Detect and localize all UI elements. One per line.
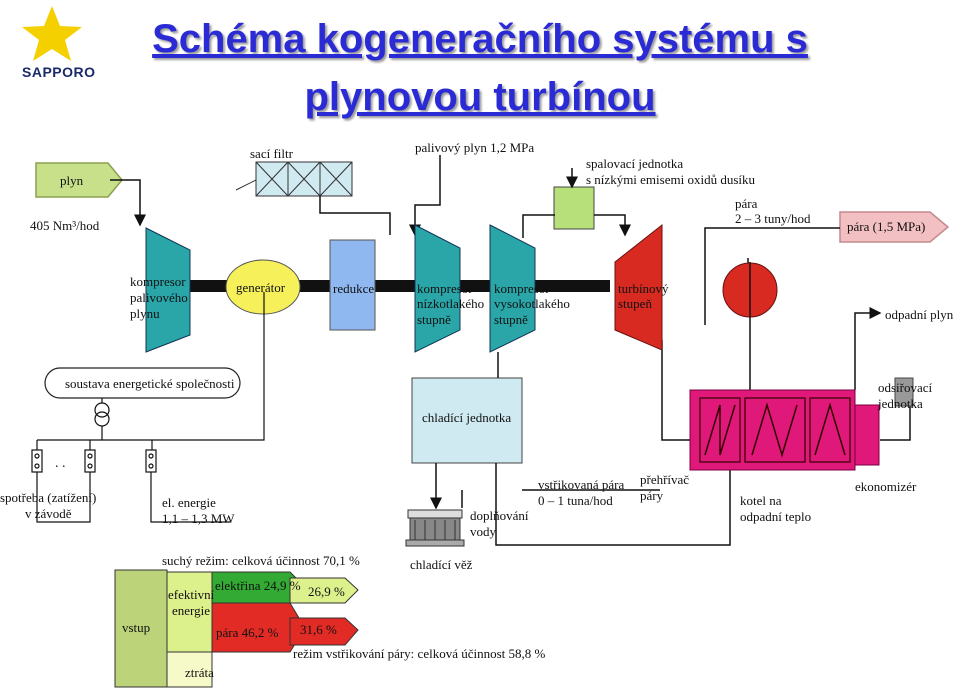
title-line-2: plynovou turbínou (304, 75, 656, 119)
intake-filter (235, 161, 353, 197)
sankey-loss (166, 651, 213, 688)
desulf-label-1: odsiřovací (878, 380, 933, 395)
sankey-electricity-inj (289, 577, 359, 604)
sankey-electricity-inj-label: 26,9 % (308, 584, 345, 599)
fuel-comp-label-3: plynu (130, 306, 160, 321)
combustion-label-2: s nízkými emisemi oxidů dusíku (586, 172, 755, 187)
sankey-steam-label: pára 46,2 % (216, 625, 279, 640)
svg-text:. .: . . (55, 456, 66, 471)
consumption-label-2: v závodě (25, 506, 72, 521)
sankey-effective-label-2: energie (172, 603, 211, 618)
superheater-label-1: přehřívač (640, 472, 690, 487)
energy-sankey (114, 569, 359, 688)
desulf-label-2: jednotka (878, 396, 923, 411)
lp-compressor (414, 224, 461, 353)
sankey-steam-inj-label: 31,6 % (300, 622, 337, 637)
gas-flow: 405 Nm³/hod (30, 218, 100, 233)
lp-comp-label-2: nízkotlakého (417, 296, 485, 311)
injected-steam-label-2: 0 – 1 tuna/hod (538, 493, 613, 508)
inject-mode-label: režim vstřikování páry: celková účinnost… (293, 646, 546, 661)
economizer-label: ekonomizér (855, 479, 917, 494)
consumption-label-1: spotřeba (zatížení) (0, 490, 97, 505)
steam-output-arrow (839, 211, 950, 243)
boiler-label-2: odpadní teplo (740, 509, 812, 524)
fuel-comp-label-1: kompresor (130, 274, 186, 289)
turbine-label-2: stupeň (618, 296, 652, 311)
page-title: Schéma kogeneračního systému s plynovou … (0, 10, 960, 126)
sankey-electricity-label: elektřina 24,9 % (215, 578, 301, 593)
sankey-effective (166, 571, 213, 653)
grid-box (44, 367, 241, 399)
water-label-1: doplňování (470, 508, 529, 523)
water-label-2: vody (470, 524, 496, 539)
steam-label-2: 2 – 3 tuny/hod (735, 211, 811, 226)
electricity-label-1: el. energie (162, 495, 216, 510)
hp-comp-label-1: kompresor (494, 281, 550, 296)
logo: SAPPORO (22, 64, 96, 80)
star-icon (22, 6, 82, 61)
cooling-tower-icon (405, 509, 465, 547)
turbine-label-1: turbínový (618, 281, 669, 296)
heat-recovery-boiler (689, 389, 880, 471)
sankey-steam-inj (289, 617, 359, 646)
fuel-gas-compressor (145, 227, 191, 353)
electricity-label-2: 1,1 – 1,3 MW (162, 511, 235, 526)
generator (225, 259, 301, 315)
generator-label: generátor (236, 280, 286, 295)
reducer-label: redukce (333, 281, 375, 296)
reducer (329, 239, 376, 331)
fuel-comp-label-2: palivového (130, 290, 188, 305)
superheater-label-2: páry (640, 488, 664, 503)
desulfurization-unit (894, 377, 914, 407)
turbine (614, 223, 663, 351)
steam-out-label: pára (1,5 MPa) (847, 219, 926, 234)
filter-label: sací filtr (250, 146, 293, 161)
injected-steam-label-1: vstřikovaná pára (538, 477, 625, 492)
lp-comp-label-3: stupně (417, 312, 451, 327)
sankey-input-label: vstup (122, 620, 151, 635)
cooling-tower-label: chladící věž (410, 557, 473, 572)
sankey-effective-label-1: efektivní (168, 587, 215, 602)
cooling-unit-label: chladící jednotka (422, 410, 512, 425)
boiler-label-1: kotel na (740, 493, 782, 508)
sankey-loss-label: ztráta (185, 665, 214, 680)
gas-input-arrow (35, 162, 123, 198)
hp-compressor (489, 224, 536, 353)
dry-mode-label: suchý režim: celková účinnost 70,1 % (162, 553, 360, 568)
hp-comp-label-3: stupně (494, 312, 528, 327)
combustion-label-1: spalovací jednotka (586, 156, 684, 171)
transformer-icon (36, 292, 265, 450)
load-terminals (31, 449, 157, 473)
fuel-gas-label: palivový plyn 1,2 MPa (415, 140, 535, 155)
exhaust-label: odpadní plyn (885, 307, 954, 322)
hp-comp-label-2: vysokotlakého (494, 296, 570, 311)
title-line-1: Schéma kogeneračního systému s (152, 17, 808, 61)
steam-label-1: pára (735, 196, 758, 211)
grid-label: soustava energetické společnosti (65, 376, 235, 391)
lp-comp-label-1: kompresor (417, 281, 473, 296)
combustion-unit (553, 186, 595, 230)
gas-label: plyn (60, 173, 84, 188)
cooling-unit (411, 377, 523, 464)
sankey-input (114, 569, 168, 688)
